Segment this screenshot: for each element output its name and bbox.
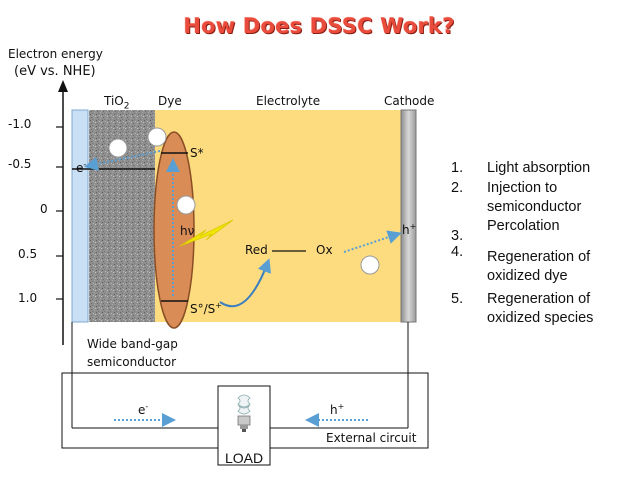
column-tio2: TiO2 — [104, 94, 130, 112]
step-text: Light absorption — [487, 160, 591, 176]
step-text: Regeneration of — [487, 291, 591, 307]
carrier-circle — [360, 255, 380, 275]
axis-label-line2: (eV vs. NHE) — [14, 64, 96, 79]
electrolyte-region — [155, 110, 403, 322]
step-text: oxidized dye — [487, 268, 568, 284]
step-text: Injection to — [487, 180, 558, 196]
carrier-circle — [147, 127, 167, 147]
column-electrolyte: Electrolyte — [256, 94, 321, 108]
step-text: oxidized species — [487, 310, 594, 326]
axis-ticks — [56, 126, 63, 300]
step-number: 5. — [451, 291, 464, 307]
step-text: Regeneration of — [487, 249, 591, 265]
lightbulb-icon — [237, 394, 251, 432]
oxidized-species-arrow — [343, 230, 402, 253]
excited-state-label: S* — [190, 146, 204, 160]
step-number: 1. — [451, 160, 464, 176]
light-flash-icon — [179, 219, 234, 247]
load-label: LOAD — [224, 450, 264, 466]
axis-label-line1: Electron energy — [8, 47, 103, 61]
carrier-circle — [108, 138, 128, 158]
semiconductor-label-line2: semiconductor — [87, 355, 177, 369]
cathode-electrode — [400, 109, 417, 323]
circuit-hole-label: h+ — [330, 402, 345, 417]
ground-state-label: S°/S+ — [190, 301, 222, 316]
external-circuit-label: External circuit — [326, 431, 417, 445]
step-text: Percolation — [487, 218, 560, 234]
column-cathode: Cathode — [384, 94, 435, 108]
photon-label: hν — [180, 224, 195, 238]
tick-label: 0 — [40, 202, 48, 216]
injection-arrow — [84, 150, 161, 171]
tick-label: -0.5 — [8, 157, 32, 171]
red-label: Red — [245, 243, 268, 257]
tick-label: -1.0 — [8, 117, 32, 131]
circuit-electron-label: e- — [138, 402, 149, 417]
step-number: 4. — [451, 244, 464, 260]
tick-label: 0.5 — [18, 247, 38, 261]
tick-label: 1.0 — [18, 291, 38, 305]
semiconductor-label-line1: Wide band-gap — [87, 337, 178, 351]
left-electrode — [71, 109, 89, 323]
step-text: semiconductor — [487, 199, 582, 215]
electron-label: e- — [76, 160, 87, 175]
ox-label: Ox — [316, 243, 333, 257]
carrier-circle — [176, 195, 196, 215]
step-number: 3. — [451, 228, 464, 244]
page-title: How Does DSSC Work? — [183, 14, 455, 38]
hole-label: h+ — [402, 222, 417, 237]
regeneration-arrow — [219, 258, 271, 308]
column-dye: Dye — [158, 94, 182, 108]
energy-axis-arrowhead — [58, 80, 68, 92]
circuit-wiring — [61, 322, 429, 449]
step-number: 2. — [451, 180, 464, 196]
